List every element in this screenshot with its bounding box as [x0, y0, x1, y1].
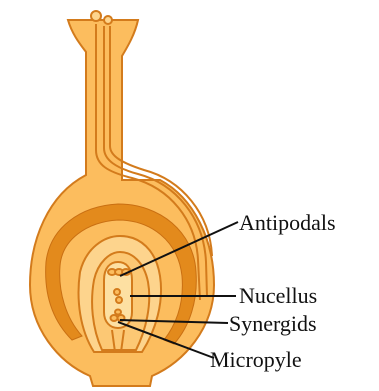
egg-cell — [115, 310, 121, 315]
label-micropyle: Micropyle — [210, 347, 302, 372]
synergid-cell-1 — [111, 315, 118, 321]
polar-nucleus-2 — [116, 297, 122, 303]
funiculus-tip-left — [91, 11, 101, 21]
label-synergids: Synergids — [229, 311, 317, 336]
funiculus-tip-right — [104, 16, 112, 24]
label-nucellus: Nucellus — [239, 283, 317, 308]
label-antipodals: Antipodals — [239, 210, 336, 235]
polar-nucleus-1 — [114, 289, 120, 295]
